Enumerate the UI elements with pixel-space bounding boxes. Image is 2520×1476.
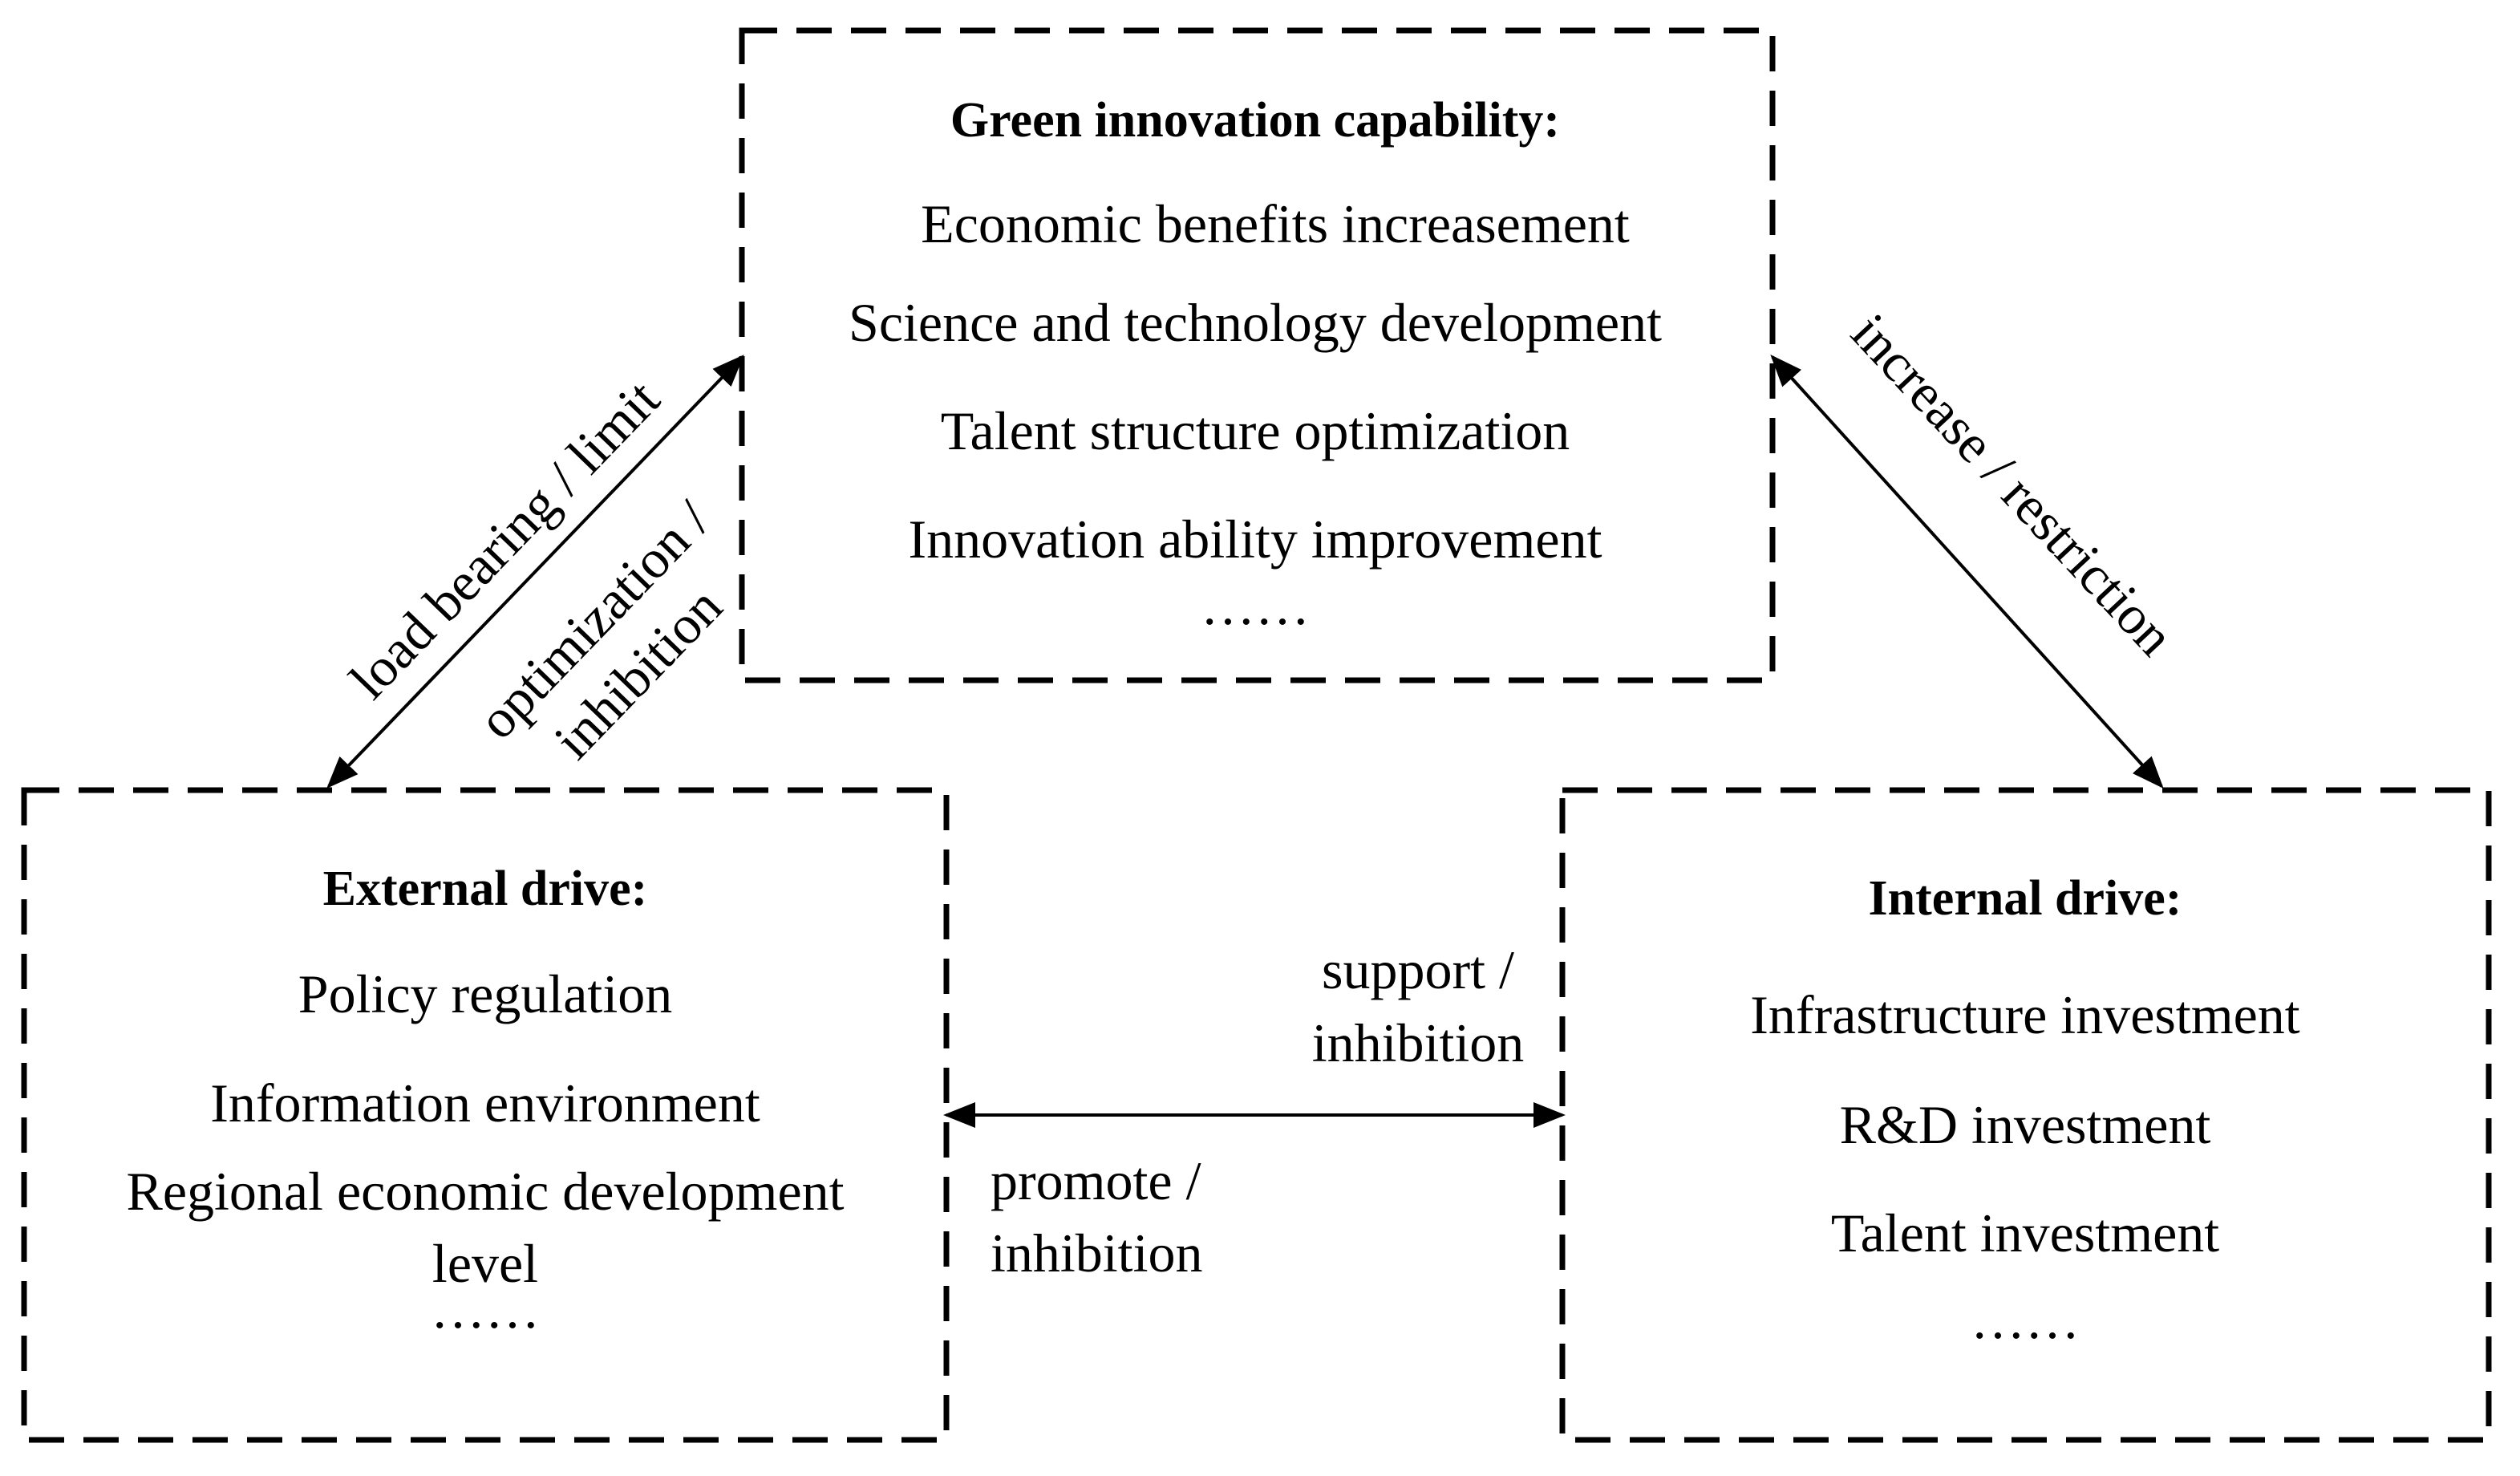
arrow-green-internal: [1770, 355, 2164, 789]
internal-drive-box: Internal drive: Infrastructure investmen…: [1559, 787, 2492, 1443]
internal-item-talent-investment: Talent investment: [1831, 1202, 2219, 1263]
external-drive-title: External drive:: [323, 862, 648, 916]
internal-drive-title: Internal drive:: [1869, 871, 2182, 926]
label-increase-restriction: increase / restriction: [1840, 302, 2186, 667]
external-drive-box: External drive: Policy regulation Inform…: [21, 787, 950, 1443]
green-innovation-box-border: [739, 27, 1776, 683]
label-promote: promote /: [991, 1150, 1201, 1211]
external-item-regional-economic: Regional economic development: [126, 1161, 844, 1222]
external-item-policy-regulation: Policy regulation: [298, 963, 672, 1024]
green-item-economic-benefits: Economic benefits increasement: [921, 193, 1630, 254]
external-item-information-environment: Information environment: [210, 1073, 760, 1133]
green-item-science-technology: Science and technology development: [849, 292, 1662, 353]
green-item-innovation-ability: Innovation ability improvement: [909, 509, 1602, 570]
internal-drive-box-border: [1559, 787, 2492, 1443]
green-item-ellipsis: ……: [1201, 575, 1310, 636]
external-drive-box-border: [21, 787, 950, 1443]
external-item-regional-economic-level: level: [432, 1233, 538, 1294]
label-inhibition-top: inhibition: [1312, 1012, 1524, 1073]
internal-item-infrastructure: Infrastructure investment: [1750, 984, 2300, 1045]
green-item-talent-structure: Talent structure optimization: [941, 400, 1570, 461]
arrow-external-green: [326, 355, 744, 789]
label-inhibition-bottom: inhibition: [991, 1223, 1202, 1283]
green-innovation-title: Green innovation capability:: [950, 93, 1560, 148]
green-innovation-box: Green innovation capability: Economic be…: [739, 27, 1776, 683]
internal-item-ellipsis: ……: [1971, 1289, 2080, 1350]
label-support: support /: [1322, 939, 1514, 1000]
external-item-ellipsis: ……: [431, 1279, 540, 1340]
internal-item-rd-investment: R&D investment: [1840, 1094, 2211, 1155]
